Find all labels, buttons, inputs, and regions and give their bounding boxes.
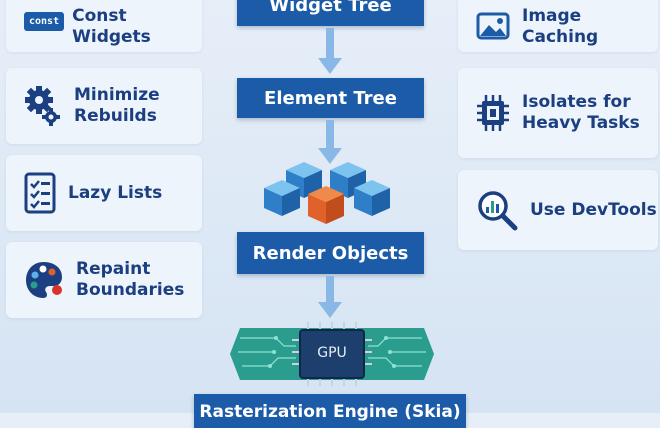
render-cubes-icon [264,162,390,224]
palette-icon [24,260,64,300]
card-label: Lazy Lists [68,182,163,203]
chip-icon [476,93,510,133]
gpu-label: GPU [317,345,347,361]
rasterization-node: Rasterization Engine (Skia) [194,394,466,428]
card-label: Isolates for Heavy Tasks [522,92,640,133]
card-label: Image Caching [522,6,599,47]
card-image-caching: Image Caching [458,0,658,52]
widget-tree-node: Widget Tree [237,0,424,26]
arrow-down-icon [318,276,342,318]
const-badge-icon: const [24,11,65,31]
arrow-down-icon [318,28,342,74]
render-objects-node: Render Objects [237,232,424,274]
card-repaint-boundaries: Repaint Boundaries [6,242,202,318]
element-tree-node: Element Tree [237,78,424,118]
arrow-down-icon [318,120,342,164]
image-icon [476,0,510,42]
magnifier-chart-icon [476,189,518,231]
card-label: Repaint Boundaries [76,259,185,300]
card-isolates: Isolates for Heavy Tasks [458,68,658,158]
card-use-devtools: Use DevTools [458,170,658,250]
card-label: Minimize Rebuilds [74,85,160,126]
gpu-circuit-board [230,322,434,386]
card-const-widgets: const Const Widgets [6,0,202,52]
card-lazy-lists: Lazy Lists [6,155,202,231]
gears-icon [24,84,62,128]
card-minimize-rebuilds: Minimize Rebuilds [6,68,202,144]
const-badge-text: const [24,11,65,31]
checklist-icon [24,172,56,214]
card-label: Use DevTools [530,199,657,220]
card-label: Const Widgets [72,6,151,47]
